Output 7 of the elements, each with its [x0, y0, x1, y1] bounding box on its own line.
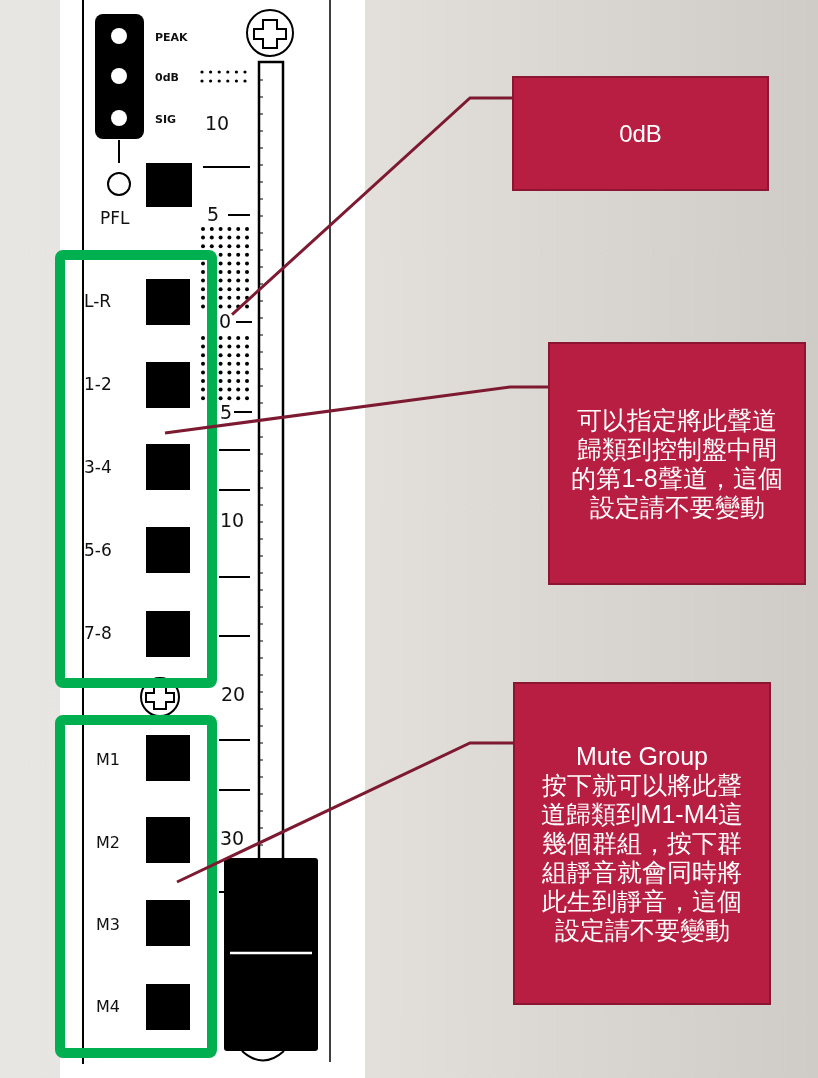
callout-box	[548, 342, 806, 585]
callout-text: 可以指定將此聲道歸類到控制盤中間的第1-8聲道，這個設定請不要變動	[570, 405, 784, 522]
callout-box	[512, 76, 769, 191]
callout-text: 按下就可以將此聲道歸類到M1-M4這幾個群組，按下群組靜音就會同時將此生到靜音，這個設定請不要變動	[539, 771, 745, 945]
callout-text: 0dB	[619, 119, 662, 148]
callout-box	[513, 682, 771, 1005]
callout-heading: Mute Group	[576, 742, 708, 771]
